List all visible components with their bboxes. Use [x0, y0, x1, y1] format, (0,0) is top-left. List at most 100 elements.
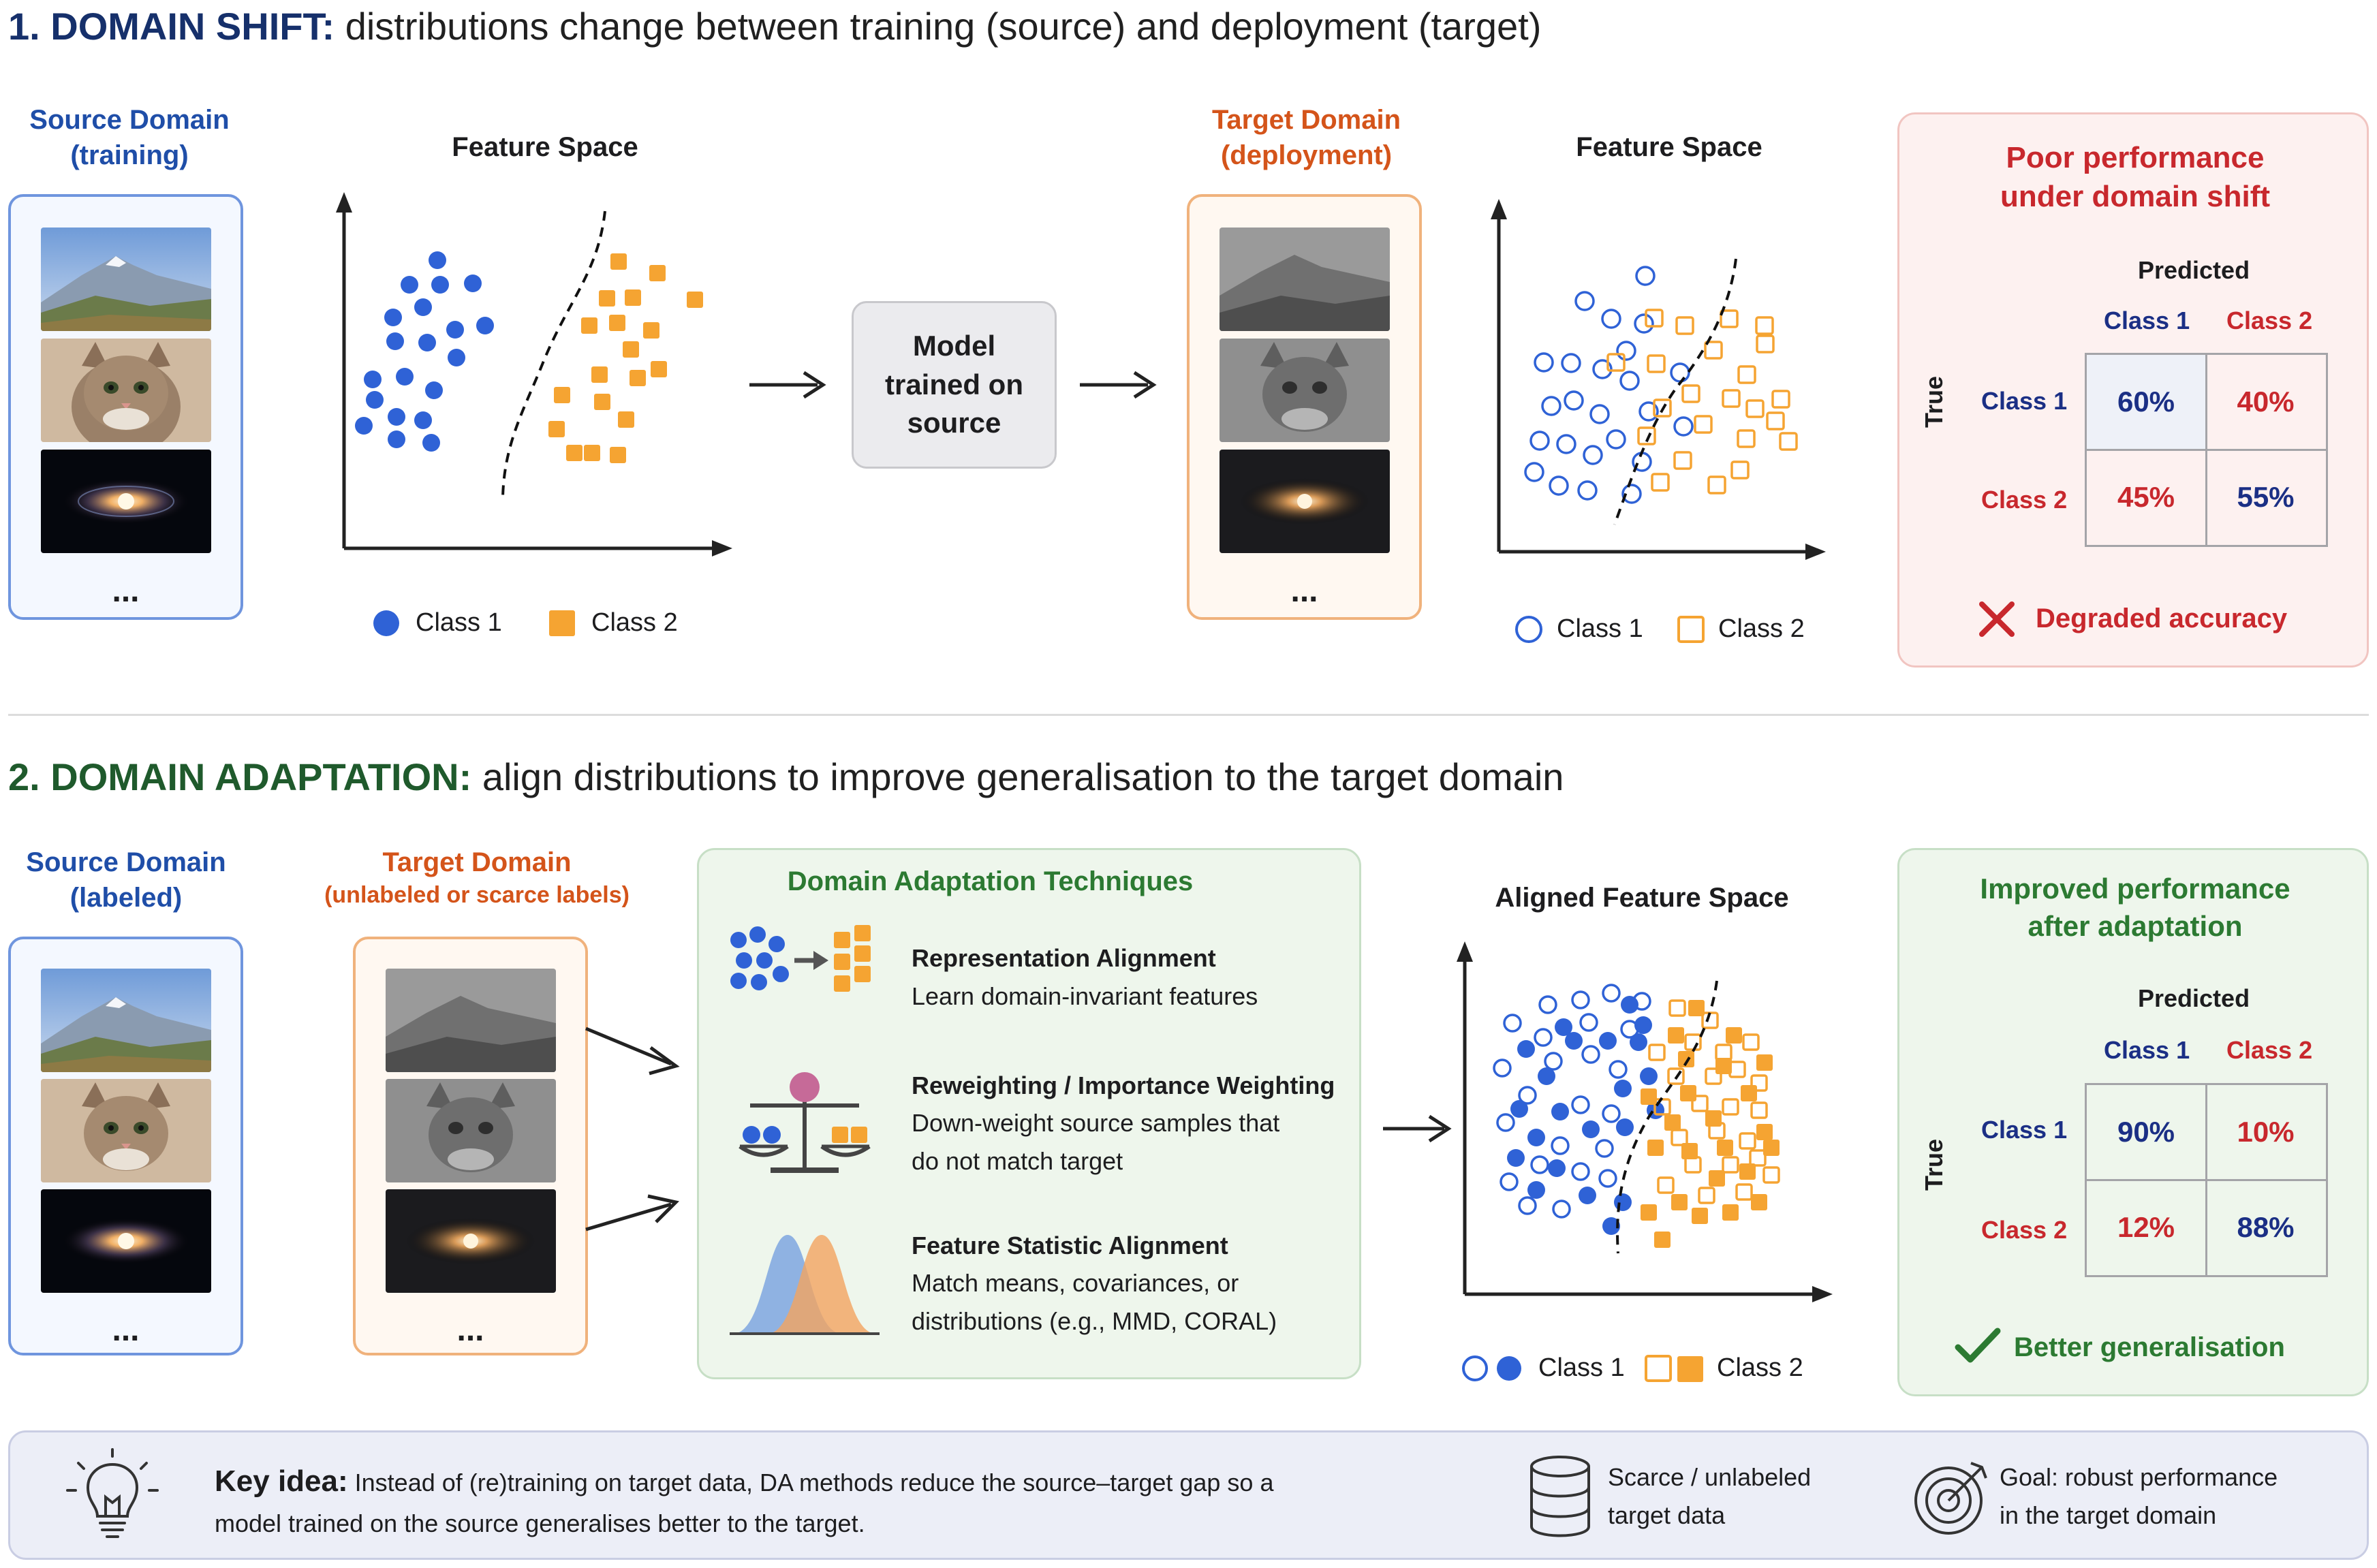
target-class2-point	[1683, 386, 1699, 402]
cm2-cell-11: 90%	[2085, 1083, 2207, 1181]
aligned-class2-filled-point	[1715, 1058, 1732, 1074]
improved-performance-panel: Improved performance after adaptation Pr…	[1897, 848, 2369, 1396]
arrow-to-model	[749, 368, 831, 402]
target-class2-point	[1723, 390, 1739, 407]
target-class1-point	[1565, 392, 1583, 409]
source-class2-point	[594, 394, 610, 410]
source-images-card: ...	[8, 194, 243, 620]
aligned-class1-filled-point	[1614, 1080, 1632, 1097]
target-class2-point	[1738, 430, 1754, 447]
source-class1-point	[388, 430, 405, 448]
target-class1-point	[1557, 435, 1575, 453]
pred-class2-header-2: Class 2	[2226, 1036, 2312, 1065]
source-images-card-2: ...	[8, 937, 243, 1355]
target-class1-point	[1602, 310, 1620, 328]
aligned-class1-filled-point	[1565, 1032, 1583, 1050]
feature-space-right-title: Feature Space	[1533, 129, 1805, 165]
class2-legend-label-right: Class 2	[1718, 614, 1805, 644]
source-class1-point	[414, 298, 432, 316]
source-class2-point	[649, 265, 666, 281]
target-class1-point	[1617, 342, 1635, 360]
cm-cell-12: 40%	[2205, 353, 2328, 451]
source-class1-point	[422, 434, 440, 452]
source-domain-title: Source Domain	[14, 102, 245, 138]
target-class2-point	[1677, 317, 1693, 334]
target-class1-point	[1576, 292, 1594, 310]
technique-1-desc: Learn domain-invariant features	[912, 977, 1258, 1016]
target-class2-point	[1695, 416, 1711, 433]
aligned-class1-filled-point	[1527, 1181, 1545, 1199]
lightbulb-icon	[65, 1449, 160, 1545]
target-class1-point	[1621, 372, 1638, 390]
aligned-class2-filled-point	[1739, 1163, 1756, 1180]
target-goal-icon	[1911, 1456, 1993, 1538]
target-class2-point	[1721, 311, 1737, 327]
aligned-class2-hollow-point	[1752, 1103, 1767, 1118]
aligned-class2-hollow-point	[1743, 1035, 1758, 1050]
aligned-class1-hollow-point	[1596, 1140, 1613, 1157]
target-class1-point	[1675, 418, 1692, 435]
class2-legend-label: Class 2	[591, 608, 678, 638]
target-class1-point	[1542, 397, 1560, 415]
aligned-class1-filled-point	[1630, 1033, 1647, 1051]
target-class2-point	[1780, 433, 1797, 450]
checkmark-icon	[1954, 1327, 2002, 1365]
source-domain-labeled-title: Source Domain	[10, 845, 242, 880]
mountain-image-gray-2	[386, 969, 556, 1072]
target-feature-space-plot	[1478, 204, 1833, 565]
aligned-class1-hollow-point	[1494, 1060, 1510, 1076]
class1-legend-label: Class 1	[416, 608, 502, 638]
class2-legend-marker-hollow	[1676, 614, 1706, 644]
aligned-class1-filled-point	[1507, 1149, 1525, 1167]
target-domain-subtitle: (deployment)	[1189, 138, 1424, 173]
aligned-class2-filled-point	[1680, 1085, 1696, 1101]
target-images-card-2: ...	[353, 937, 588, 1355]
technique-2-desc: Down-weight source samples that do not m…	[912, 1104, 1279, 1180]
aligned-class2-hollow-point	[1723, 1157, 1738, 1172]
aligned-class2-filled-point	[1654, 1232, 1671, 1248]
aligned-class1-hollow-point	[1532, 1157, 1548, 1173]
aligned-class1-hollow-point	[1583, 1046, 1599, 1063]
target-class1-point	[1579, 482, 1596, 499]
source-class1-point	[464, 275, 482, 292]
goal-line-1: Goal: robust performance	[2000, 1458, 2278, 1496]
aligned-class2-filled-point	[1756, 1124, 1773, 1140]
cm-cell-21: 45%	[2085, 449, 2207, 547]
aligned-class2-filled-point	[1681, 1143, 1698, 1159]
target-domain-unlabeled-subtitle: (unlabeled or scarce labels)	[310, 880, 644, 910]
source-class1-point	[429, 251, 446, 269]
aligned-class2-filled-point	[1751, 1194, 1767, 1210]
model-box-line-2: trained on	[885, 366, 1023, 405]
source-class2-point	[566, 445, 582, 461]
aligned-class1-hollow-point	[1501, 1174, 1517, 1190]
aligned-class1-hollow-point	[1553, 1201, 1570, 1217]
aligned-class1-filled-point	[1614, 1193, 1632, 1211]
target-domain-label: Target Domain (deployment)	[1189, 102, 1424, 173]
technique-3-title: Feature Statistic Alignment	[912, 1232, 1228, 1260]
aligned-class2-hollow-point	[1737, 1185, 1752, 1199]
source-class2-point	[618, 411, 634, 428]
aligned-class1-hollow-point	[1572, 992, 1589, 1008]
target-class2-point	[1773, 391, 1789, 407]
aligned-class1-filled-point	[1616, 1118, 1634, 1136]
galaxy-image-noisy-2	[386, 1189, 556, 1293]
aligned-class2-hollow-point	[1685, 1035, 1700, 1050]
source-domain-label: Source Domain (training)	[14, 102, 245, 173]
poor-performance-title: Poor performance under domain shift	[1899, 138, 2371, 216]
target-images-card: ...	[1187, 194, 1422, 620]
scarce-data-text: Scarce / unlabeled target data	[1608, 1458, 1811, 1535]
target-class1-point	[1531, 432, 1549, 450]
target-class2-point	[1756, 317, 1773, 334]
source-class2-point	[548, 421, 565, 437]
techniques-panel: Domain Adaptation Techniques Representat…	[697, 848, 1361, 1379]
aligned-class2-filled-point	[1688, 1000, 1705, 1016]
aligned-class1-hollow-point	[1572, 1163, 1589, 1180]
galaxy-image-noisy	[1219, 450, 1390, 553]
aligned-class1-filled-point	[1582, 1120, 1600, 1138]
arrow-to-target	[1080, 368, 1162, 402]
true-class1-row-2: Class 1	[1981, 1116, 2067, 1144]
aligned-class2-hollow-point	[1685, 1157, 1700, 1172]
true-class2-row-2: Class 2	[1981, 1216, 2067, 1244]
aligned-class2-filled-point	[1641, 1088, 1657, 1105]
